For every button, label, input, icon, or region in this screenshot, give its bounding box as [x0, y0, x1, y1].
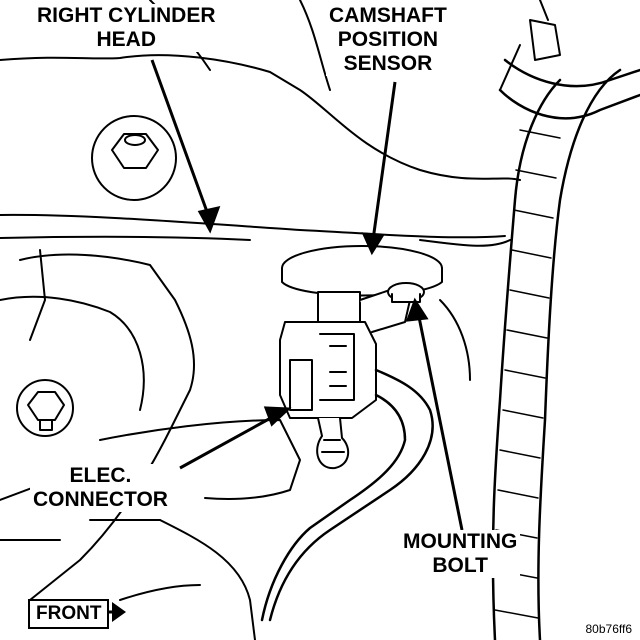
engine-block-side	[19, 253, 196, 601]
label-mounting-bolt: MOUNTING BOLT	[400, 530, 521, 578]
main-wire-harness	[491, 78, 562, 640]
connector-pigtail	[316, 417, 350, 470]
leader-camshaft-sensor	[371, 81, 397, 241]
boss-lower	[16, 379, 74, 437]
figure-code: 80b76ff6	[585, 622, 633, 636]
label-right-cylinder-head: RIGHT CYLINDER HEAD	[34, 4, 219, 52]
sensor-neck	[317, 291, 361, 323]
label-elec-connector: ELEC. CONNECTOR	[30, 464, 171, 512]
front-label: FRONT	[28, 599, 110, 629]
leader-cylinder-head	[150, 59, 212, 221]
hex-nut-lower	[27, 391, 65, 421]
harness-branch	[268, 368, 434, 622]
leader-elec-connector	[179, 412, 279, 470]
lower-cover	[99, 419, 301, 501]
label-camshaft-position-sensor: CAMSHAFT POSITION SENSOR	[326, 4, 450, 76]
cylinder-head-outline	[0, 54, 521, 181]
leader-mounting-bolt	[416, 311, 464, 531]
hex-nut-upper	[111, 133, 159, 169]
cylinder-head-flange	[0, 213, 506, 239]
boss-upper	[91, 115, 177, 201]
upper-harness	[498, 88, 640, 120]
